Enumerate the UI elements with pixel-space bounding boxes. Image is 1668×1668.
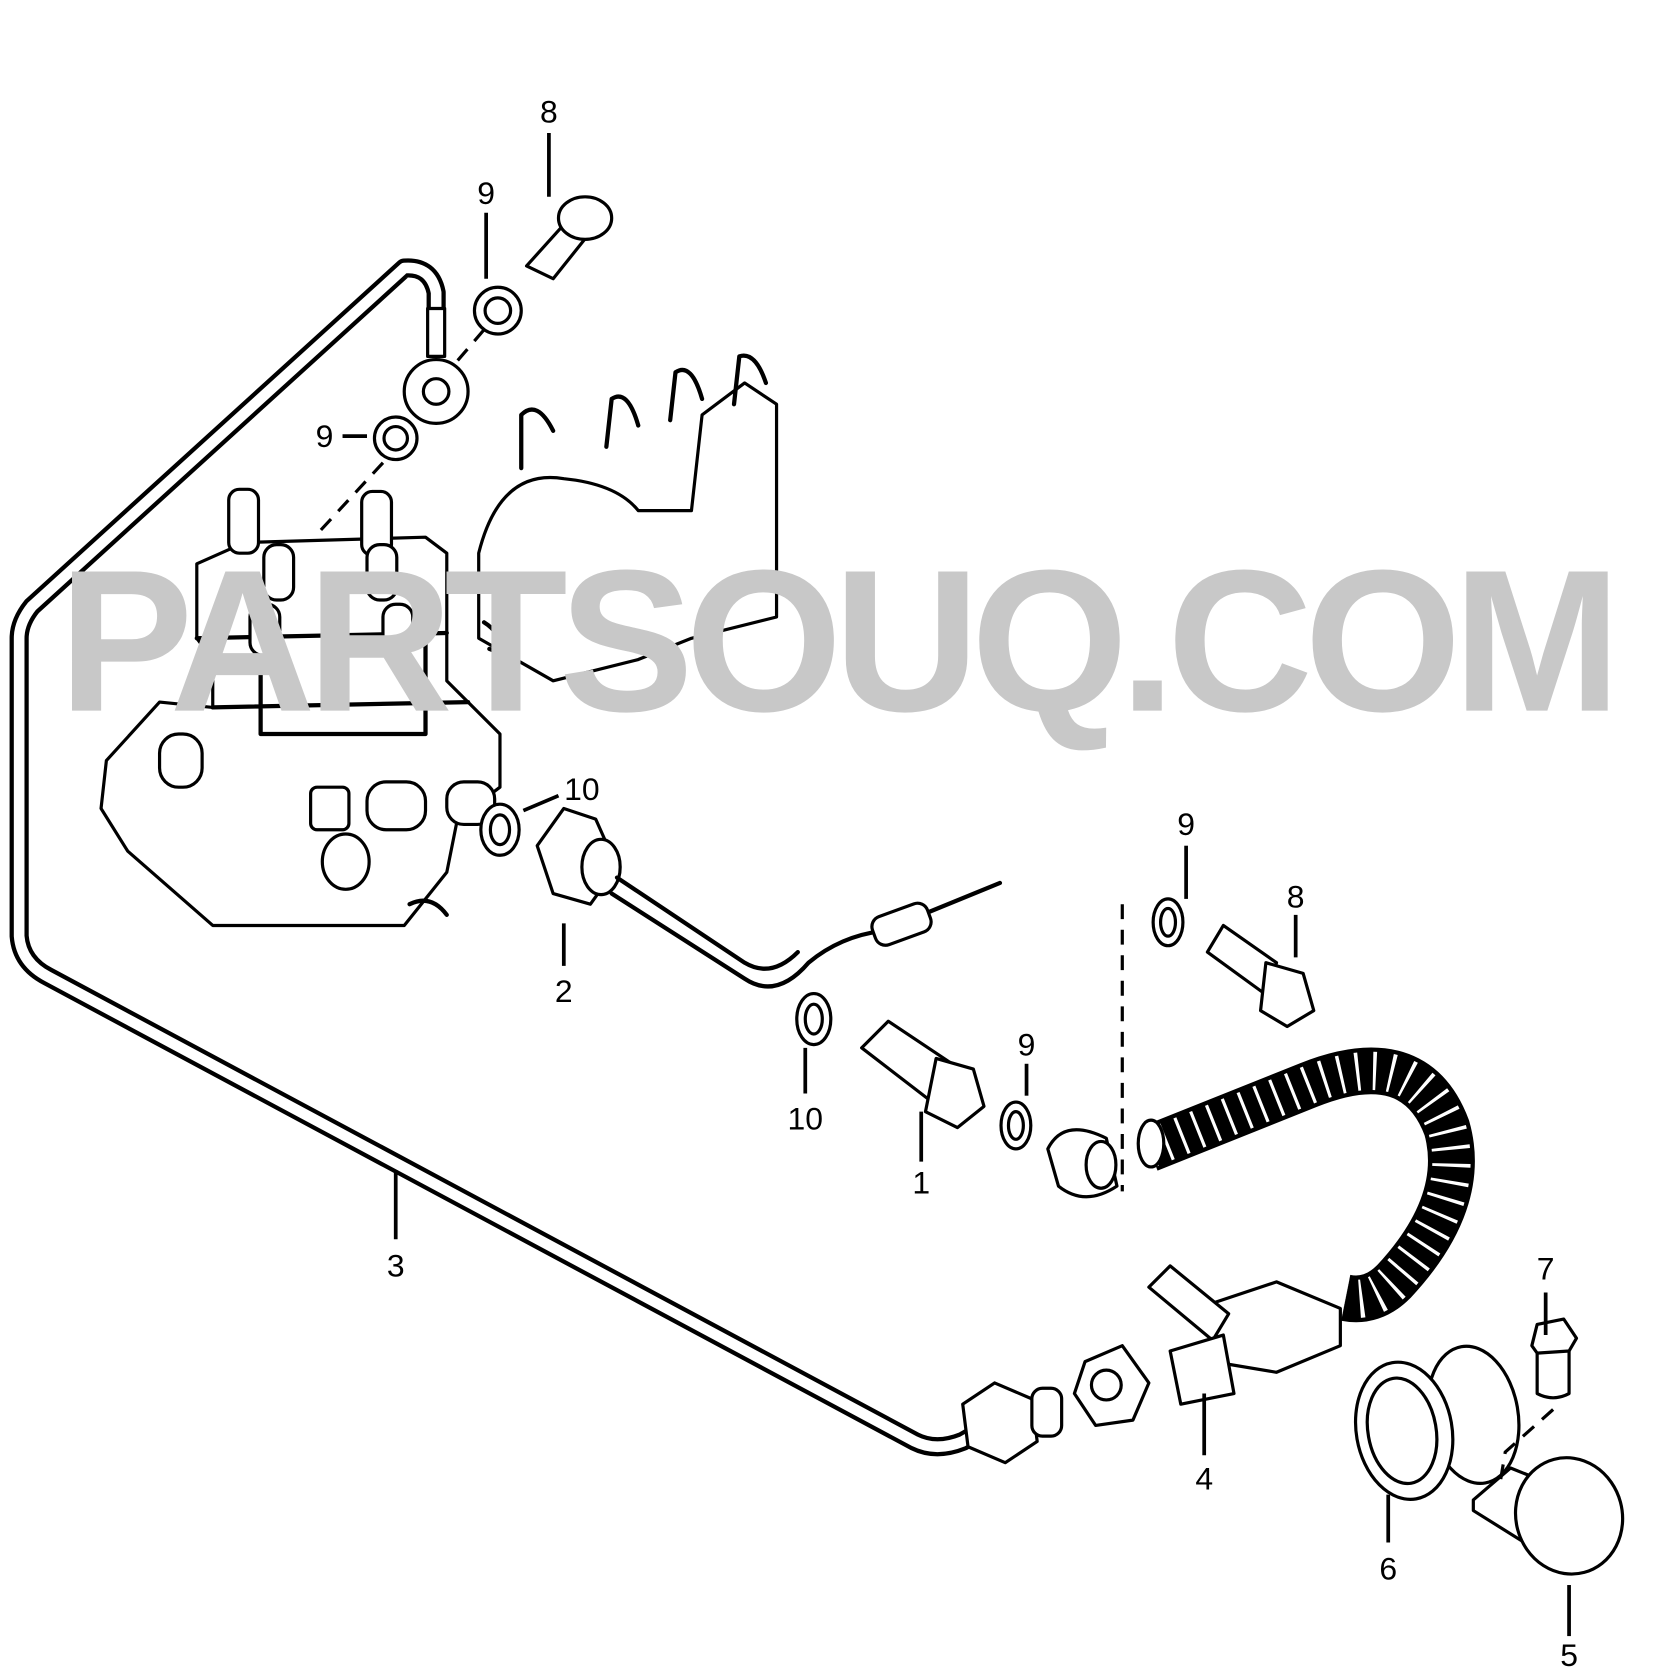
bracket-parts [1353, 1317, 1625, 1576]
callout-1: 1 [912, 1165, 930, 1201]
injection-pump [99, 487, 502, 928]
callout-10-lower: 10 [788, 1101, 824, 1137]
callout-7: 7 [1537, 1251, 1555, 1287]
callout-9-middle: 9 [1018, 1026, 1036, 1062]
callout-5: 5 [1560, 1637, 1578, 1668]
callout-10-upper: 10 [564, 771, 600, 807]
fuel-hose [961, 1047, 1475, 1465]
callout-8-top: 8 [540, 93, 558, 129]
callout-3: 3 [387, 1248, 405, 1284]
callout-labels: 8 9 9 10 2 10 1 9 9 8 3 4 7 6 5 [316, 93, 1578, 1668]
callout-8-right: 8 [1287, 878, 1305, 914]
callout-6: 6 [1379, 1551, 1397, 1587]
callout-9-left: 9 [316, 418, 334, 454]
callout-9-top: 9 [477, 175, 495, 211]
callout-4: 4 [1195, 1460, 1213, 1496]
middle-fittings [479, 802, 1316, 1199]
watermark: PARTSOUQ.COM [59, 528, 1628, 754]
callout-leaders [342, 132, 1571, 1637]
callout-2: 2 [555, 973, 573, 1009]
fuel-pipe-3 [9, 258, 1005, 1457]
upper-banjo-assembly [317, 195, 614, 533]
callout-9-right: 9 [1177, 806, 1195, 842]
cylinder-head-cover [477, 353, 779, 705]
